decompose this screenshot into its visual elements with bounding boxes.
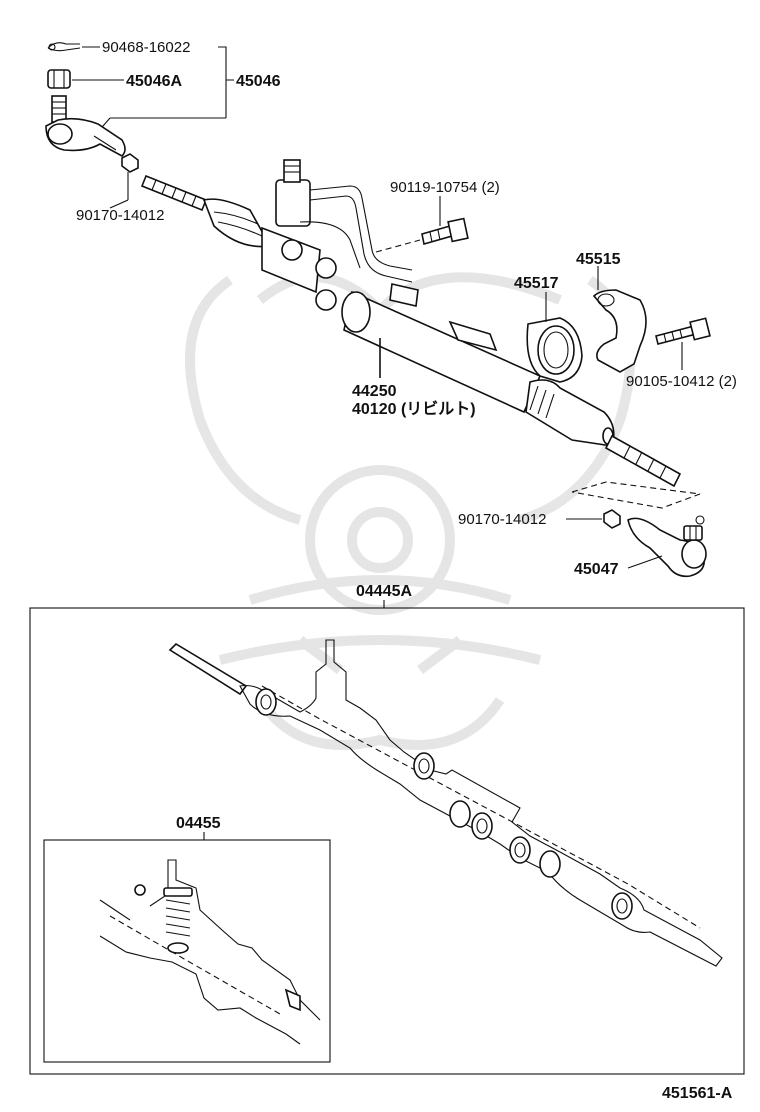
bolt-upper-icon: [421, 217, 469, 246]
diagram-id: 451561-A: [662, 1085, 733, 1102]
label-grommet: 45517: [514, 275, 559, 292]
kit-inner-frame: [43, 839, 331, 1063]
label-tie-rod-end-right: 45047: [574, 561, 619, 578]
lock-nut-left-icon: [121, 153, 139, 173]
tie-rod-end-right-icon: [627, 515, 707, 578]
tie-rod-end-left-icon: [45, 95, 126, 157]
label-kit-inner: 04455: [176, 815, 221, 832]
label-gear-assy: 44250: [352, 383, 397, 400]
label-bolt-upper: 90119-10754 (2): [390, 179, 500, 196]
label-gear-rebuilt: 40120 (リビルト): [352, 400, 476, 418]
label-bracket: 45515: [576, 251, 621, 268]
label-nut-right: 90170-14012: [458, 511, 546, 528]
label-kit-outer: 04445A: [356, 583, 412, 600]
label-tie-rod-end-left: 45046: [236, 73, 281, 90]
rack-seal-kit-icon: [168, 639, 723, 967]
bracket-icon: [592, 289, 647, 373]
label-cotter-pin: 90468-16022: [102, 39, 190, 56]
grommet-icon: [526, 317, 583, 383]
kit-outer-frame: [29, 607, 745, 1075]
castle-nut-icon: [47, 69, 71, 89]
bolt-bracket-icon: [655, 317, 711, 345]
label-nut: 45046A: [126, 73, 182, 90]
spring-kit-icon: [99, 859, 321, 1045]
label-nut-left: 90170-14012: [76, 207, 164, 224]
lock-nut-right-icon: [603, 509, 621, 529]
label-bolt-bracket: 90105-10412 (2): [626, 373, 737, 390]
steering-gear-assembly-icon: [140, 159, 682, 488]
cotter-pin-icon: [47, 42, 81, 52]
